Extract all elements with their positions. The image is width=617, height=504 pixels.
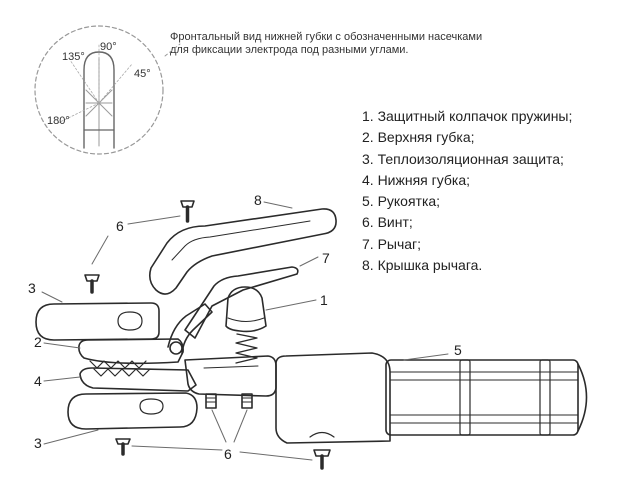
handle-screw-boss	[309, 431, 335, 438]
grip-ring	[459, 359, 471, 436]
leader-5	[403, 353, 449, 361]
caption: Фронтальный вид нижней губки с обозначен…	[170, 31, 500, 57]
leader-6-bottom-a	[131, 445, 223, 451]
handle-grip	[385, 359, 579, 436]
spring-cap-rim	[227, 317, 265, 322]
leader-3-top	[41, 291, 63, 303]
leader-4	[43, 376, 81, 382]
jaw-front-outline	[83, 51, 115, 149]
leader-3-bottom	[43, 429, 99, 445]
lever-cover-inner	[171, 220, 311, 261]
legend-item: 8. Крышка рычага.	[362, 257, 483, 274]
angle-label-45: 45°	[134, 68, 151, 80]
legend-item: 1. Защитный колпачок пружины;	[362, 108, 573, 124]
legend-item: 4. Нижняя губка;	[362, 171, 471, 188]
lever-cover	[149, 208, 337, 295]
legend-item: 7. Рычаг;	[362, 235, 422, 252]
lower-heat-shield	[67, 392, 198, 430]
grip-ring	[539, 359, 551, 436]
angle-label-135: 135°	[62, 51, 85, 63]
pivot-pin	[169, 341, 183, 355]
caption-line-1: Фронтальный вид нижней губки с обозначен…	[170, 31, 483, 43]
callout-4: 4	[34, 373, 42, 389]
legend-item: 2. Верхняя губка;	[362, 129, 475, 146]
callout-6-bottom: 6	[224, 446, 232, 462]
leader-6-top-2	[91, 235, 109, 265]
legend-item: 5. Рукоятка;	[362, 193, 441, 210]
leader-lines	[41, 201, 449, 461]
angle-label-180: 180°	[47, 115, 70, 127]
callout-7: 7	[322, 250, 330, 266]
leader-6-bottom-c	[233, 409, 248, 443]
angle-label-90: 90°	[100, 41, 117, 53]
lever	[184, 266, 299, 339]
upper-heat-shield	[35, 302, 160, 341]
angle-line-135	[69, 59, 100, 104]
callout-2: 2	[34, 334, 42, 350]
leader-7	[299, 256, 319, 267]
jaw-front-view-inset: 135° 90° 45° 180°	[34, 25, 181, 155]
grip-groove-top	[389, 371, 579, 381]
leader-2	[43, 342, 81, 349]
lower-heat-shield-recess	[139, 398, 164, 415]
screw	[180, 200, 195, 223]
spring	[235, 333, 258, 364]
handle	[275, 352, 588, 444]
screw	[205, 393, 217, 409]
inset-circle	[34, 25, 164, 155]
lower-jaw	[79, 367, 197, 392]
legend-item: 3. Теплоизоляционная защита;	[362, 150, 564, 167]
callout-1: 1	[320, 292, 328, 308]
caption-line-2: для фиксации электрода под разными углам…	[170, 44, 409, 56]
grip-groove-bottom	[389, 414, 579, 424]
upper-jaw-teeth	[89, 360, 147, 369]
upper-jaw	[78, 338, 184, 365]
handle-end	[577, 363, 588, 432]
legend-item: 6. Винт;	[362, 214, 413, 231]
screw	[115, 438, 131, 456]
screw	[84, 274, 100, 294]
pivot-arm	[167, 303, 213, 355]
leader-1	[265, 299, 317, 311]
leader-8	[263, 201, 293, 209]
callout-3-bottom: 3	[34, 435, 42, 451]
handle-head	[275, 352, 391, 444]
leader-6-top	[127, 215, 181, 225]
callout-8: 8	[254, 192, 262, 208]
screw	[241, 393, 253, 409]
jaw-body-slot	[203, 365, 259, 369]
callout-3-top: 3	[28, 280, 36, 296]
lower-jaw-teeth	[93, 368, 151, 377]
leader-6-bottom-b	[211, 409, 227, 443]
parts-legend: 1. Защитный колпачок пружины; 2. Верхняя…	[362, 106, 572, 276]
callout-6-top: 6	[116, 218, 124, 234]
callout-5: 5	[454, 342, 462, 358]
jaw-body	[184, 355, 277, 397]
angle-line-45	[98, 63, 133, 104]
upper-heat-shield-recess	[117, 311, 143, 331]
angle-line-180	[57, 102, 100, 124]
screw	[313, 449, 331, 470]
spring-cap	[225, 286, 267, 333]
inset-leader	[164, 43, 181, 57]
leader-6-bottom-d	[239, 451, 313, 461]
